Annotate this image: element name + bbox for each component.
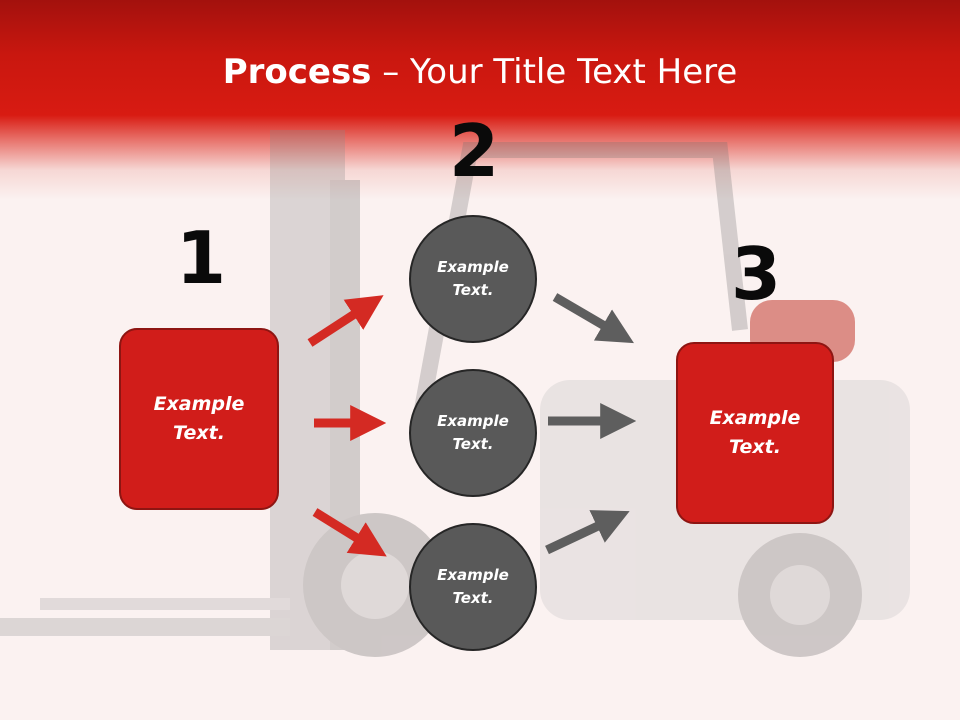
arrow-gray-down — [552, 293, 634, 344]
arrow-red-down — [312, 508, 387, 557]
circle-top: Example Text. — [409, 215, 537, 343]
step-3-box: Example Text. — [676, 342, 834, 524]
circle-bottom: Example Text. — [409, 523, 537, 651]
page-title: Process – Your Title Text Here — [0, 52, 960, 92]
step-1-box: Example Text. — [119, 328, 279, 510]
circle-middle: Example Text. — [409, 369, 537, 497]
circle-bottom-line1: Example — [437, 566, 509, 584]
title-bold: Process — [222, 52, 372, 92]
circle-top-line1: Example — [437, 258, 509, 276]
step-1-text-line2: Text. — [173, 422, 225, 444]
title-rest: – Your Title Text Here — [371, 52, 738, 92]
step-1-text-line1: Example — [153, 393, 245, 415]
step-3-text-line2: Text. — [729, 436, 781, 458]
step-number-3: 3 — [731, 232, 782, 316]
circle-bottom-line2: Text. — [452, 589, 494, 607]
circle-middle-line2: Text. — [452, 435, 494, 453]
circle-middle-line1: Example — [437, 412, 509, 430]
arrow-red-up — [307, 295, 384, 347]
step-number-1: 1 — [176, 216, 227, 300]
step-number-2: 2 — [449, 109, 500, 193]
arrow-gray-up — [545, 510, 630, 555]
step-3-text-line1: Example — [709, 407, 801, 429]
header-band — [0, 0, 960, 200]
circle-top-line2: Text. — [452, 281, 494, 299]
